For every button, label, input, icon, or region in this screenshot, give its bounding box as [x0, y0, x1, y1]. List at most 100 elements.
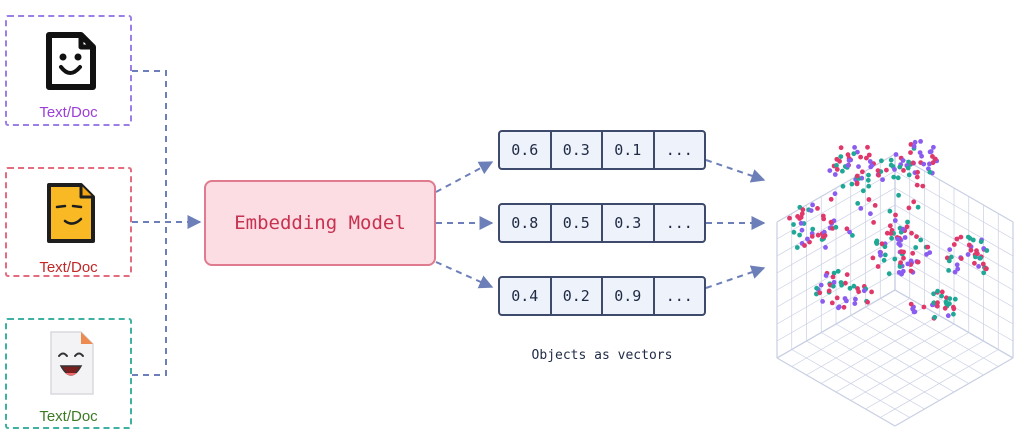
scatter-point: [889, 235, 894, 241]
scatter-point: [915, 204, 921, 210]
scatter-point: [978, 239, 984, 245]
input-label-2: Text/Doc: [39, 259, 98, 276]
scatter-point: [875, 264, 881, 269]
scatter-point: [905, 261, 911, 267]
scatter-point: [910, 250, 916, 256]
scatter-point: [958, 256, 964, 261]
scatter-point: [927, 250, 933, 256]
scatter-point: [856, 164, 861, 170]
scatter-point: [791, 222, 796, 227]
scatter-point: [834, 163, 839, 168]
scatter-point: [915, 169, 920, 175]
scatter-point: [939, 289, 945, 295]
scatter-point: [884, 167, 889, 173]
grid-line: [894, 289, 1014, 359]
scatter-point: [839, 282, 844, 288]
grid-line: [880, 298, 999, 367]
arrow-to-vector-3: [435, 261, 494, 289]
scatter-point: [814, 285, 819, 291]
scatter-point: [919, 153, 924, 159]
scatter-point: [880, 177, 885, 183]
scatter-point: [846, 158, 852, 163]
scatter-point: [866, 183, 872, 189]
scatter-point: [930, 160, 936, 166]
scatter-point: [853, 296, 858, 302]
scatter-point: [909, 230, 914, 236]
scatter-point: [910, 160, 916, 166]
scatter-point: [888, 157, 894, 163]
input-label-1: Text/Doc: [39, 104, 98, 121]
scatter-point: [831, 270, 837, 276]
scatter-point: [798, 214, 804, 220]
scatter-point: [869, 163, 875, 169]
scatter-point: [967, 236, 973, 241]
arrow-from-vector-3: [705, 265, 766, 289]
scatter-point: [866, 197, 872, 202]
scatter-point: [876, 172, 881, 178]
scatter-point: [873, 240, 879, 245]
scatter-point: [843, 280, 848, 286]
scatter-point: [833, 224, 839, 230]
scatter-point: [830, 274, 836, 280]
scatter-point: [954, 236, 960, 242]
scatter-point: [983, 266, 989, 272]
scatter-point: [942, 305, 948, 311]
scatter-point: [935, 300, 940, 306]
grid-line: [776, 221, 896, 291]
scatter-point: [860, 188, 866, 194]
scatter-point: [978, 255, 983, 261]
scatter-point: [930, 154, 935, 159]
scatter-point: [858, 206, 864, 211]
vector-cell-ellipsis: ...: [665, 287, 693, 305]
scatter-point: [947, 296, 953, 301]
scatter-point: [911, 144, 917, 149]
vector-cell: 0.3: [603, 205, 655, 241]
scatter-point: [935, 303, 940, 309]
grid-line: [776, 255, 896, 325]
scatter-point: [896, 192, 901, 198]
scatter-point: [828, 196, 834, 202]
scatter-point: [945, 313, 951, 319]
scatter-point: [901, 255, 906, 261]
scatter-point: [931, 300, 937, 306]
scatter-point: [914, 182, 920, 188]
scatter-point: [870, 255, 876, 261]
scatter-point: [925, 244, 931, 250]
scatter-point: [868, 211, 873, 217]
scatter-point: [799, 211, 805, 217]
scatter-point: [882, 244, 888, 250]
scatter-point: [895, 236, 901, 242]
scatter-point: [875, 168, 881, 174]
grid-line: [894, 255, 1014, 325]
scatter-point: [892, 256, 898, 262]
input-label-3: Text/Doc: [39, 408, 98, 425]
scatter-point: [869, 289, 874, 295]
smiley-document-icon: [45, 32, 96, 90]
scatter-point: [965, 252, 971, 257]
scatter-point: [845, 152, 851, 158]
scatter-point: [958, 234, 964, 240]
scatter-point: [834, 167, 840, 172]
input-box-3: Text/Doc: [5, 318, 132, 429]
scatter-point: [921, 304, 927, 310]
scatter-point: [895, 175, 901, 181]
scatter-point: [854, 173, 860, 179]
scatter-point: [808, 208, 814, 214]
scatter-point: [952, 296, 958, 302]
scatter-point: [906, 172, 912, 178]
scatter-point: [954, 262, 960, 268]
scatter-point: [892, 218, 898, 223]
scatter-point: [932, 314, 938, 320]
scatter-point: [981, 270, 987, 276]
scatter-point: [795, 214, 800, 219]
scatter-point: [854, 181, 860, 187]
scatter-point: [918, 237, 924, 243]
scatter-point: [820, 299, 825, 304]
scatter-point: [920, 183, 926, 189]
scatter-point: [900, 268, 906, 274]
vector-cell: 0.8: [500, 205, 552, 241]
scatter-point: [840, 168, 845, 174]
vector-cell-ellipsis: ...: [665, 214, 693, 232]
